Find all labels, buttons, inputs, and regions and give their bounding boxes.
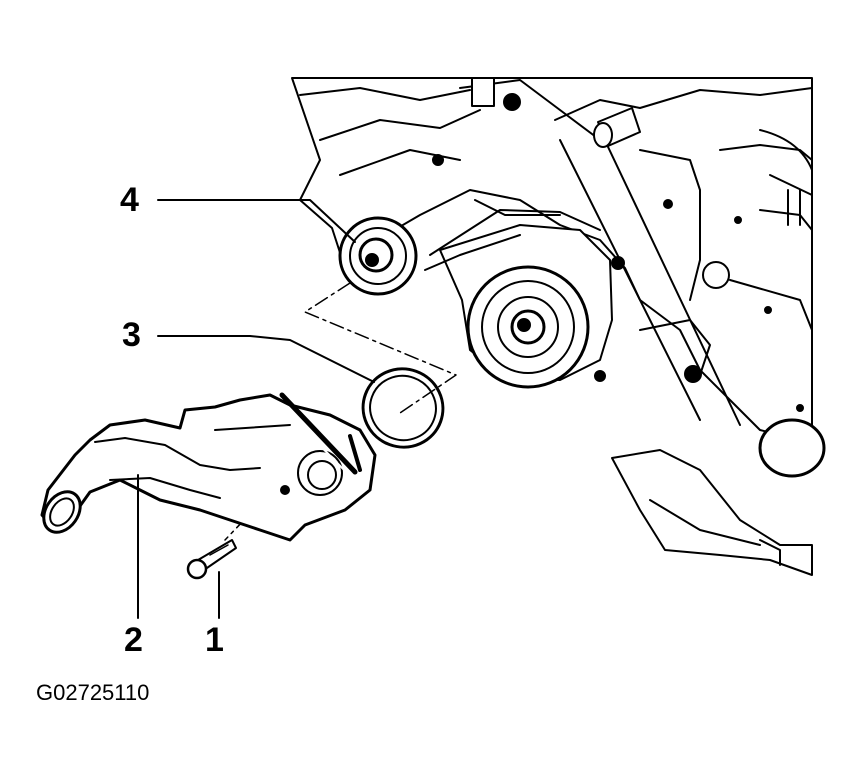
engine-block (291, 77, 826, 478)
callout-4: 4 (120, 181, 139, 219)
lower-cover (611, 449, 813, 576)
mounting-bolt (186, 539, 237, 580)
figure-id: G02725110 (36, 680, 150, 705)
callout-3: 3 (122, 316, 141, 354)
callout-1: 1 (205, 621, 224, 659)
coolant-pipe-flange (40, 392, 377, 542)
leader-lines (137, 199, 375, 619)
o-ring-seal (361, 367, 445, 449)
callout-2: 2 (124, 621, 143, 659)
idler-pulley (338, 216, 418, 296)
water-pump (424, 199, 613, 389)
